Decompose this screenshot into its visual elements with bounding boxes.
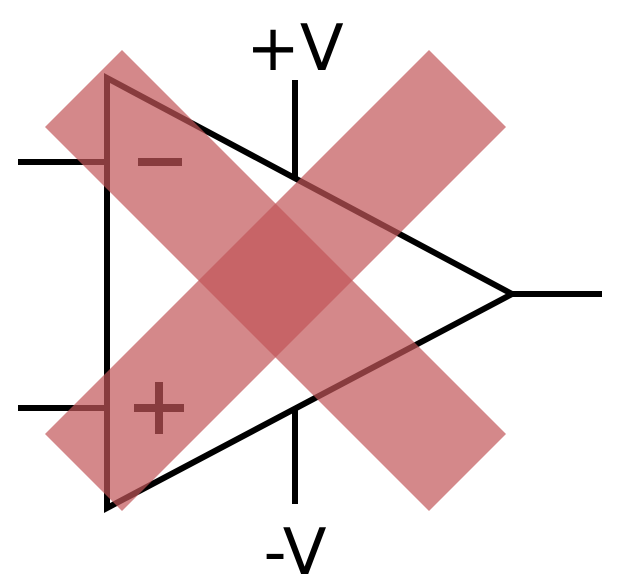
positive-supply-label: +V xyxy=(246,12,344,86)
cross-mark-icon xyxy=(45,50,506,511)
cross-bar-ascending xyxy=(45,50,506,511)
negative-supply-label: -V xyxy=(263,516,326,586)
